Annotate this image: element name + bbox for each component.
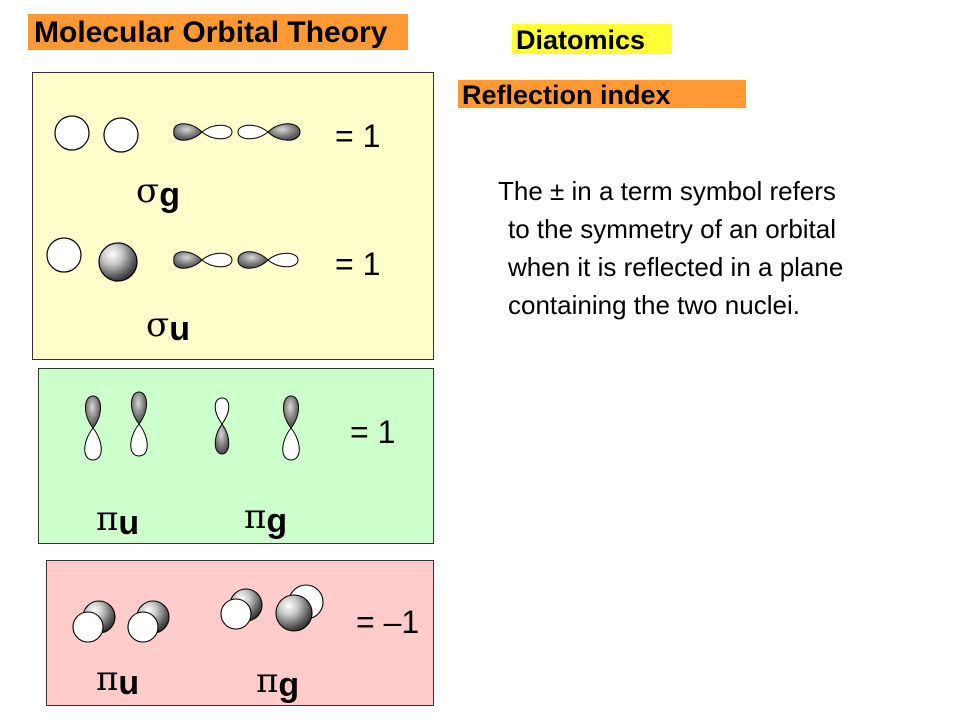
sigma-u-p-orbitals xyxy=(173,251,299,269)
sigma-g-value: = 1 xyxy=(335,118,381,154)
pi-side-value: = –1 xyxy=(356,604,420,640)
pi-side-g-label: πg xyxy=(256,661,299,704)
pi-u-orbitals xyxy=(84,391,148,461)
description-line-3: when it is reflected in a plane xyxy=(508,252,844,282)
pi-side-u-label: πu xyxy=(96,659,139,702)
s-orbital-open xyxy=(46,237,82,273)
diatomics-heading: Diatomics xyxy=(512,24,672,55)
description-line-2: to the symmetry of an orbital xyxy=(508,214,837,244)
s-orbital-open xyxy=(54,115,90,151)
pi-u-label: πu xyxy=(96,499,139,542)
pi-symbol: π xyxy=(96,659,119,699)
sigma-u-atoms xyxy=(46,237,138,282)
symmetry-subscript: g xyxy=(278,666,300,704)
symmetry-subscript: g xyxy=(159,176,180,214)
sigma-symbol: σ xyxy=(146,305,170,345)
reflection-index-heading: Reflection index xyxy=(458,80,746,110)
page-title: Molecular Orbital Theory xyxy=(28,14,408,50)
pi-symbol: π xyxy=(256,661,279,701)
s-orbital-open xyxy=(103,117,139,153)
sigma-u-label: σu xyxy=(146,305,190,348)
pi-value: = 1 xyxy=(350,414,396,450)
pi-side-u-orbitals xyxy=(72,600,170,643)
pi-side-panel xyxy=(46,560,434,706)
symmetry-subscript: u xyxy=(169,310,190,348)
sigma-g-p-orbitals xyxy=(173,123,301,141)
pi-g-label: πg xyxy=(244,497,287,540)
symmetry-subscript: g xyxy=(266,502,288,540)
symmetry-subscript: u xyxy=(118,504,140,542)
sigma-g-atoms xyxy=(54,115,139,153)
description-line-1: The ± in a term symbol refers xyxy=(498,176,836,206)
pi-g-orbitals xyxy=(214,395,300,461)
sigma-g-label: σg xyxy=(136,171,180,214)
pi-symbol: π xyxy=(244,497,267,537)
pi-panel xyxy=(38,368,434,544)
s-orbital-shaded xyxy=(98,242,138,282)
sigma-symbol: σ xyxy=(136,171,160,211)
description-text: The ± in a term symbol refers to the sym… xyxy=(498,172,938,324)
description-line-4: containing the two nuclei. xyxy=(508,290,800,320)
pi-side-g-orbitals xyxy=(220,584,324,632)
pi-symbol: π xyxy=(96,499,119,539)
sigma-u-value: = 1 xyxy=(335,246,381,282)
symmetry-subscript: u xyxy=(118,664,140,702)
sigma-panel xyxy=(32,72,434,360)
